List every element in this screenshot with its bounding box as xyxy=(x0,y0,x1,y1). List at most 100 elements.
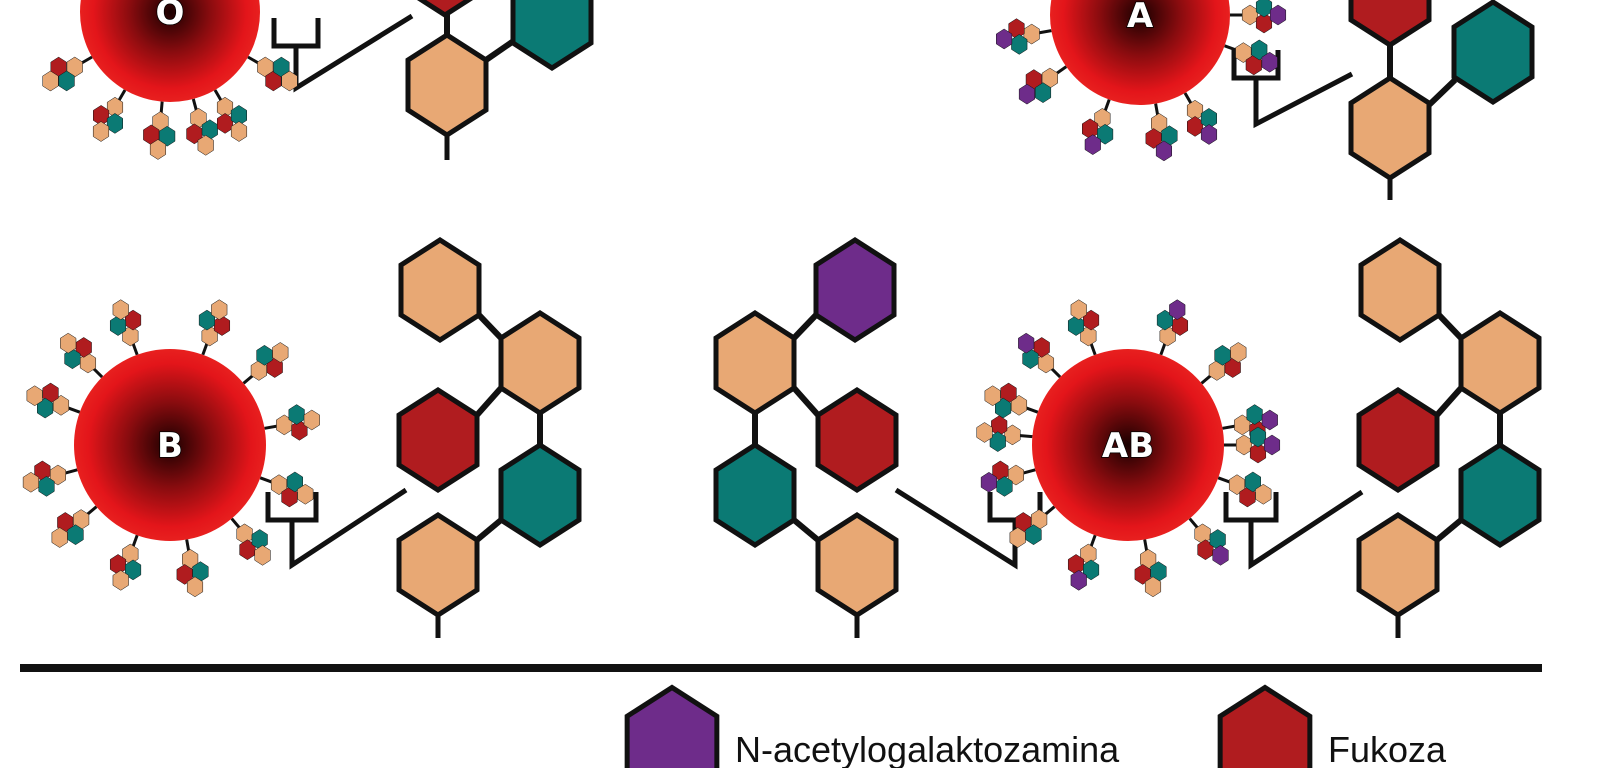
antigen-cluster xyxy=(980,460,1036,497)
antibody-fork xyxy=(271,18,321,49)
glucosamine-hexagon xyxy=(1214,345,1231,366)
glucosamine-hexagon xyxy=(1255,0,1273,18)
galactose-hexagon xyxy=(281,70,298,92)
galactose-hexagon xyxy=(1358,237,1442,343)
galactosamine-hexagon xyxy=(1261,409,1278,431)
red-blood-cell xyxy=(74,349,266,541)
antigen-cluster xyxy=(1145,103,1178,162)
antigen-cluster xyxy=(51,505,98,548)
galactose-hexagon xyxy=(1208,360,1225,381)
glucosamine-hexagon xyxy=(273,56,290,78)
galactose-hexagon xyxy=(1228,474,1246,495)
galactosamine-hexagon xyxy=(1169,299,1186,320)
fucose-hexagon xyxy=(1239,486,1256,508)
antigen-cluster xyxy=(984,382,1039,419)
cell-label: B xyxy=(157,426,183,466)
antigen-cluster xyxy=(259,471,314,508)
galactose-hexagon xyxy=(297,483,314,505)
antigen-cluster xyxy=(92,89,127,142)
antibody-stem xyxy=(293,13,414,93)
glucosamine-hexagon xyxy=(125,559,142,581)
galactosamine-hexagon xyxy=(1261,51,1278,73)
fucose-hexagon xyxy=(396,387,480,493)
fucose-hexagon xyxy=(217,113,234,134)
galactosamine-hexagon xyxy=(1018,332,1035,354)
fucose-hexagon xyxy=(281,486,298,508)
galactose-hexagon xyxy=(498,310,582,416)
galactosamine-hexagon xyxy=(813,237,897,343)
antigen-chain xyxy=(1348,0,1535,200)
galactose-hexagon xyxy=(60,332,77,354)
galactosamine-hexagon xyxy=(1084,134,1101,155)
glucosamine-hexagon xyxy=(64,348,81,370)
galactose-hexagon xyxy=(1356,512,1440,618)
glucosamine-hexagon xyxy=(1244,471,1261,493)
glucosamine-hexagon xyxy=(1251,39,1268,61)
glucosamine-hexagon xyxy=(109,315,127,336)
galactosamine-hexagon xyxy=(1018,83,1036,105)
galactose-hexagon xyxy=(186,576,204,598)
galactosamine-hexagon xyxy=(1155,140,1173,162)
fucose-hexagon xyxy=(1348,0,1432,48)
antibody xyxy=(1223,489,1364,570)
bond-line xyxy=(1436,312,1464,341)
glucosamine-hexagon xyxy=(1458,442,1542,548)
galactose-hexagon xyxy=(976,422,993,443)
antigen-cluster xyxy=(143,101,176,160)
fucose-hexagon xyxy=(416,0,474,18)
glucosamine-hexagon xyxy=(1249,426,1267,448)
antibody-stem xyxy=(1253,71,1354,129)
antigen-cluster xyxy=(1188,517,1229,566)
antigen-cluster xyxy=(1018,65,1068,105)
legend-label-fucose: Fukoza xyxy=(1328,729,1447,768)
bond-line xyxy=(1426,77,1458,108)
galactosamine-hexagon xyxy=(1269,4,1287,26)
glucosamine-hexagon xyxy=(67,524,84,545)
galactose-hexagon xyxy=(230,121,248,142)
antibody-stem xyxy=(894,487,1018,570)
galactose-hexagon xyxy=(272,342,289,363)
antigen-cluster xyxy=(186,98,218,156)
legend: N-acetylogalaktozamina Fukoza xyxy=(624,684,1447,768)
bond-line xyxy=(791,386,821,417)
antibody xyxy=(265,487,408,570)
antigen-cluster xyxy=(996,18,1052,55)
antigen-cluster xyxy=(1082,99,1114,155)
galactose-hexagon xyxy=(51,527,68,548)
bond-line xyxy=(1435,517,1463,543)
galactose-hexagon xyxy=(112,299,129,320)
antigen-cluster xyxy=(1009,505,1056,548)
antigen-cluster xyxy=(1183,92,1218,145)
galactose-hexagon xyxy=(1009,527,1026,548)
galactose-hexagon xyxy=(270,474,288,495)
galactosamine-hexagon xyxy=(1212,545,1229,566)
galactose-hexagon xyxy=(713,310,797,416)
galactose-hexagon xyxy=(815,512,899,618)
antigen-chain xyxy=(713,237,899,638)
galactose-hexagon xyxy=(250,360,267,381)
antigen-cluster xyxy=(1067,534,1100,591)
galactosamine-hexagon xyxy=(996,28,1013,50)
antigen-cluster xyxy=(264,404,320,441)
glucosamine-hexagon xyxy=(713,442,797,548)
legend-label-galactosamine: N-acetylogalaktozamina xyxy=(735,729,1120,768)
galactose-hexagon xyxy=(149,139,167,160)
galactose-hexagon xyxy=(1255,483,1272,505)
galactose-hexagon xyxy=(92,121,110,142)
cell-label: AB xyxy=(1102,426,1154,466)
antigen-cluster xyxy=(242,342,289,385)
bond-line xyxy=(792,517,820,543)
cell-label: A xyxy=(1127,0,1154,36)
cell-label: O xyxy=(156,0,185,33)
glucosamine-hexagon xyxy=(106,113,123,134)
galactosamine-hexagon xyxy=(1200,124,1218,145)
antigen-cluster xyxy=(109,299,142,356)
galactose-hexagon xyxy=(1235,434,1253,456)
antigen-cluster xyxy=(26,382,81,419)
glucosamine-hexagon xyxy=(1025,524,1042,545)
antigen-cluster xyxy=(42,55,93,92)
antigen-cluster xyxy=(1018,332,1062,379)
antigen-cluster xyxy=(1217,471,1272,508)
